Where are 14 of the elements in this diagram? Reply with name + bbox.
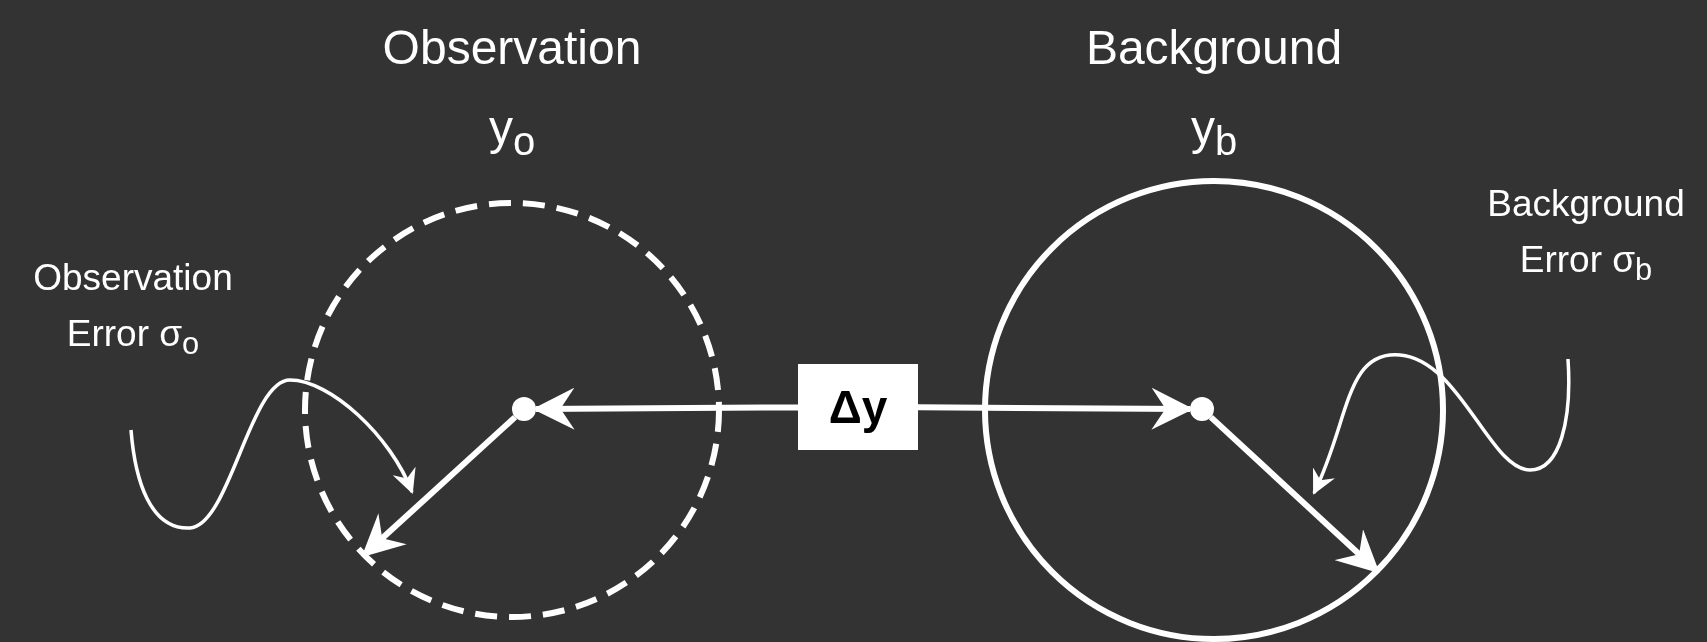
error-label: Background Error σ$_{b}$: [1486, 182, 1686, 290]
center-dot: [512, 397, 536, 421]
variable-label: y$_{o}$: [487, 100, 537, 164]
leader-line: [129, 378, 415, 530]
leader-line: [1312, 353, 1571, 495]
circle-title: Observation: [381, 20, 643, 75]
center-dot: [1190, 397, 1214, 421]
circle-title: Background: [1084, 20, 1344, 75]
variable-label: y$_{b}$: [1189, 100, 1239, 164]
radius-arrow: [1208, 414, 1380, 574]
difference-label: Δy: [828, 380, 888, 434]
difference-box: [798, 364, 918, 450]
error-label: Observation Error σ$_{o}$: [32, 256, 234, 364]
radius-arrow: [361, 414, 518, 558]
